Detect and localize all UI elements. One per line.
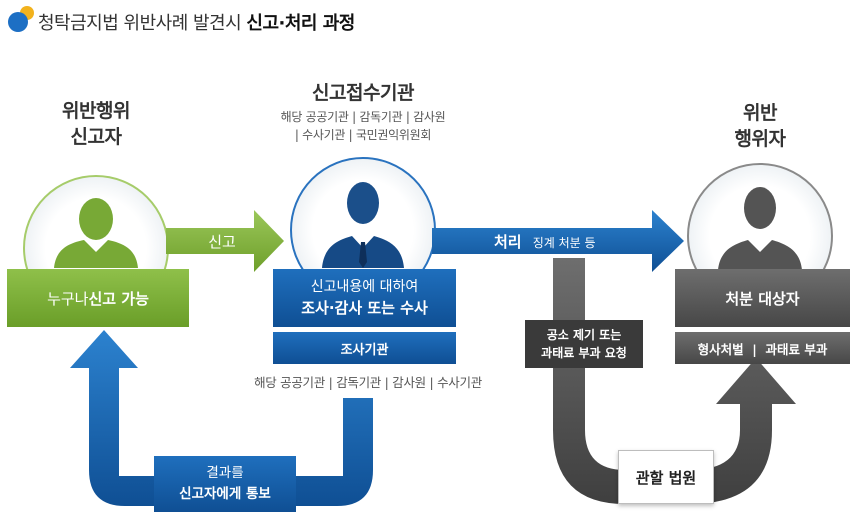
result-loop-arrow [70,330,373,506]
penalty-box: 형사처벌 | 과태료 부과 [675,332,850,364]
investigate-agency-box: 조사기관 [273,332,456,364]
violator-person-icon [718,187,802,270]
result-notice-box: 결과를 신고자에게 통보 [154,456,296,512]
title-logo [8,6,38,34]
page-title: 청탁금지법 위반사례 발견시 신고·처리 과정 [38,13,355,34]
reporter-person-icon [54,198,138,268]
investigate-agency-list: 해당 공공기관 | 감독기관 | 감사원 | 수사기관 [254,375,482,390]
reporter-box-prefix: 누구나 [47,289,89,308]
agency-subtitle: 해당 공공기관 | 감독기관 | 감사원 | 수사기관 | 국민권익위원회 [280,110,446,142]
report-arrow-label: 신고 [208,232,236,251]
reporter-box: 누구나 신고 가능 [7,269,189,327]
reporter-heading: 위반행위 신고자 [62,100,130,148]
process-arrow [432,210,684,272]
reporter-box-bold: 신고 가능 [88,289,149,308]
process-arrow-label: 처리 징계 처분 등 [494,233,596,251]
officer-person-icon [322,182,404,268]
agency-action-box: 신고내용에 대하여 조사·감사 또는 수사 [273,269,456,327]
violator-box: 처분 대상자 [675,269,850,327]
logo-dot-blue [8,12,28,32]
violator-heading: 위반 행위자 [734,102,786,150]
court-box: 관할 법원 [618,450,714,504]
prosecution-request-box: 공소 제기 또는 과태료 부과 요청 [525,320,643,368]
report-arrow [166,210,284,272]
court-loop-arrow [553,258,796,504]
agency-heading: 신고접수기관 [312,82,414,104]
